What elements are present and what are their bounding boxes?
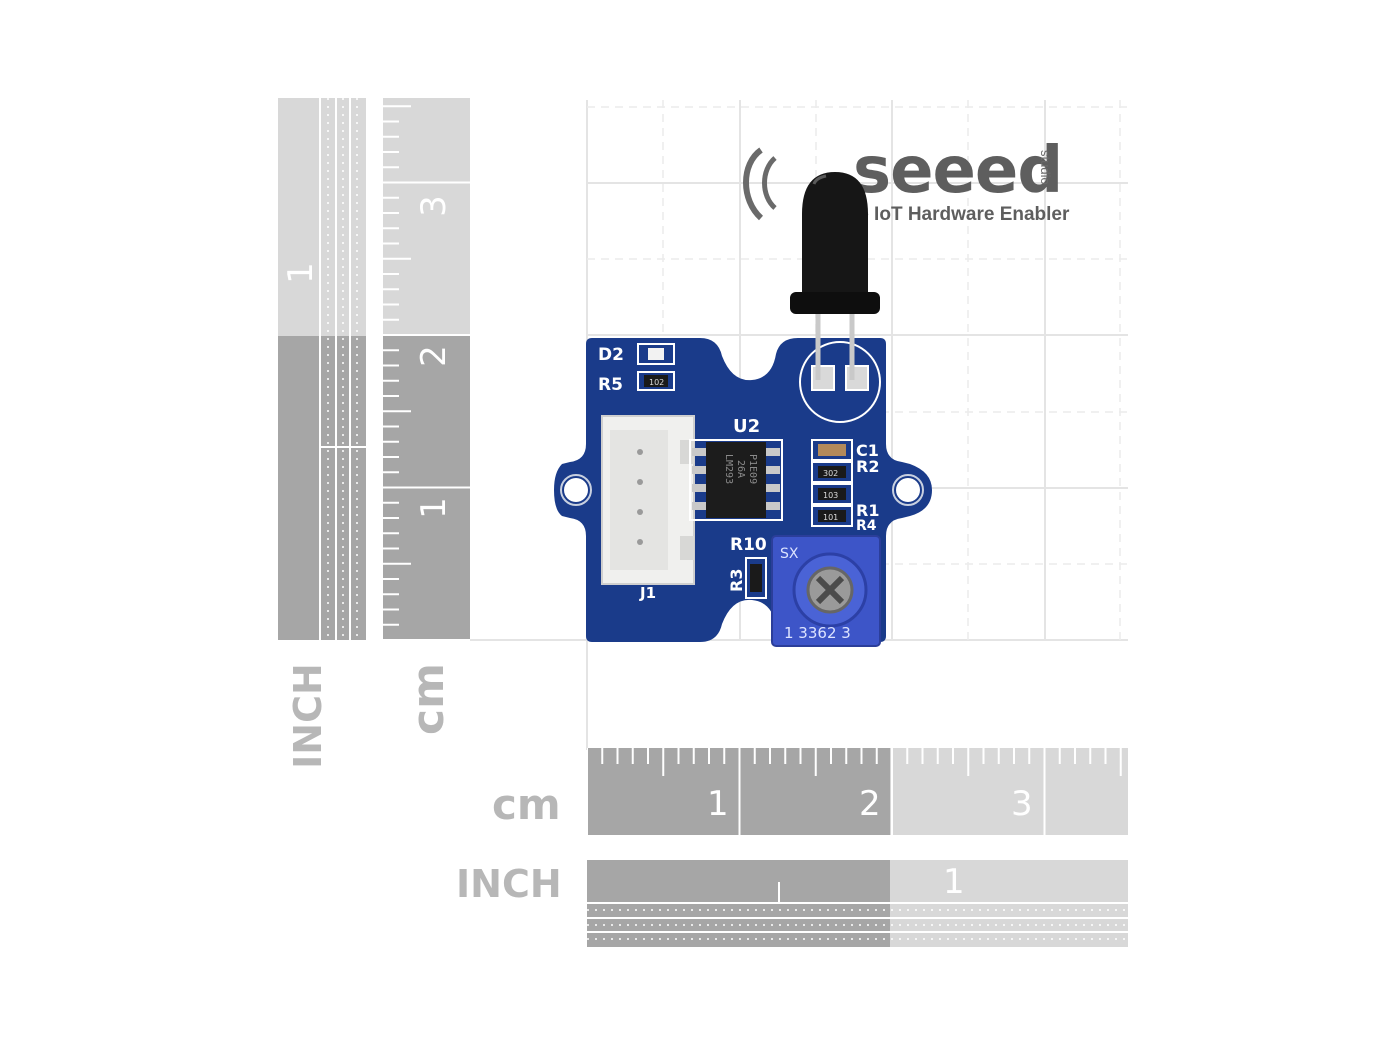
logo-tagline: The IoT Hardware Enabler xyxy=(835,204,1070,225)
vertical-cm-number-2: 2 xyxy=(413,345,454,367)
led-d2 xyxy=(637,343,675,365)
horizontal-inch-number-1: 1 xyxy=(943,862,965,902)
r2-code: 302 xyxy=(823,469,838,478)
grove-connector xyxy=(601,415,695,585)
pot-marking: 1 3362 3 xyxy=(784,624,851,642)
silk-r3: R3 xyxy=(727,569,746,592)
silk-j1: J1 xyxy=(639,584,656,602)
horizontal-inch-ruler: 1 xyxy=(587,860,1128,947)
flame-sensor-ir-diode xyxy=(790,172,880,380)
resistor-mid: 103 xyxy=(811,483,853,505)
silk-r5: R5 xyxy=(598,375,623,395)
vertical-cm-label: cm xyxy=(403,663,454,735)
horizontal-cm-label: cm xyxy=(492,780,561,829)
resistor-r1: 101 xyxy=(811,505,853,527)
r5-code: 102 xyxy=(649,378,664,387)
vertical-cm-number-1: 1 xyxy=(413,497,454,519)
vertical-cm-ruler: 3 2 1 xyxy=(383,98,470,640)
vertical-cm-ticks xyxy=(383,105,470,640)
logo-swirl-icon xyxy=(743,147,777,221)
silk-u2: U2 xyxy=(733,416,760,437)
silk-d2: D2 xyxy=(598,345,624,365)
resistor-r3 xyxy=(745,557,767,599)
horizontal-cm-number-3: 3 xyxy=(1011,784,1033,824)
horizontal-inch-label: INCH xyxy=(456,862,562,906)
resistor-r2: 302 xyxy=(811,461,853,483)
logo-brand: seeed xyxy=(853,134,1063,208)
ic-marking-line1: LM293 xyxy=(723,454,734,484)
logo-sub-brand: studio xyxy=(1038,150,1053,185)
capacitor-c1 xyxy=(811,439,853,461)
potentiometer: SX 1 3362 3 xyxy=(771,535,881,647)
silk-r2: R2 xyxy=(856,457,879,476)
ic-marking-line2: 26A xyxy=(735,460,746,478)
grove-flame-sensor-board: D2 R5 U2 C1 R2 R1 R4 R10 R3 J1 102 xyxy=(554,338,932,647)
r-mid-code: 103 xyxy=(823,491,838,500)
horizontal-cm-ruler: 1 2 3 xyxy=(587,748,1128,835)
vertical-inch-label: INCH xyxy=(286,663,330,769)
silk-c1: C1 xyxy=(856,441,879,460)
ic-marking-line3: P1E09 xyxy=(747,454,758,484)
vertical-inch-ruler: 1 xyxy=(278,98,366,640)
pot-corner-marking: SX xyxy=(780,546,799,562)
seeed-logo: seeed studio The IoT Hardware Enabler xyxy=(735,134,1095,230)
vertical-cm-number-3: 3 xyxy=(413,195,454,217)
r1-code: 101 xyxy=(823,513,838,522)
silk-r1: R1 xyxy=(856,501,879,520)
horizontal-cm-ticks xyxy=(587,748,1122,835)
silk-r10: R10 xyxy=(730,535,767,555)
vertical-inch-number-1: 1 xyxy=(280,262,321,284)
silk-r4: R4 xyxy=(856,518,877,534)
resistor-r5: 102 xyxy=(637,371,675,391)
ic-u2: LM293 26A P1E09 xyxy=(689,439,783,521)
horizontal-cm-number-2: 2 xyxy=(859,784,881,824)
horizontal-cm-number-1: 1 xyxy=(707,784,729,824)
